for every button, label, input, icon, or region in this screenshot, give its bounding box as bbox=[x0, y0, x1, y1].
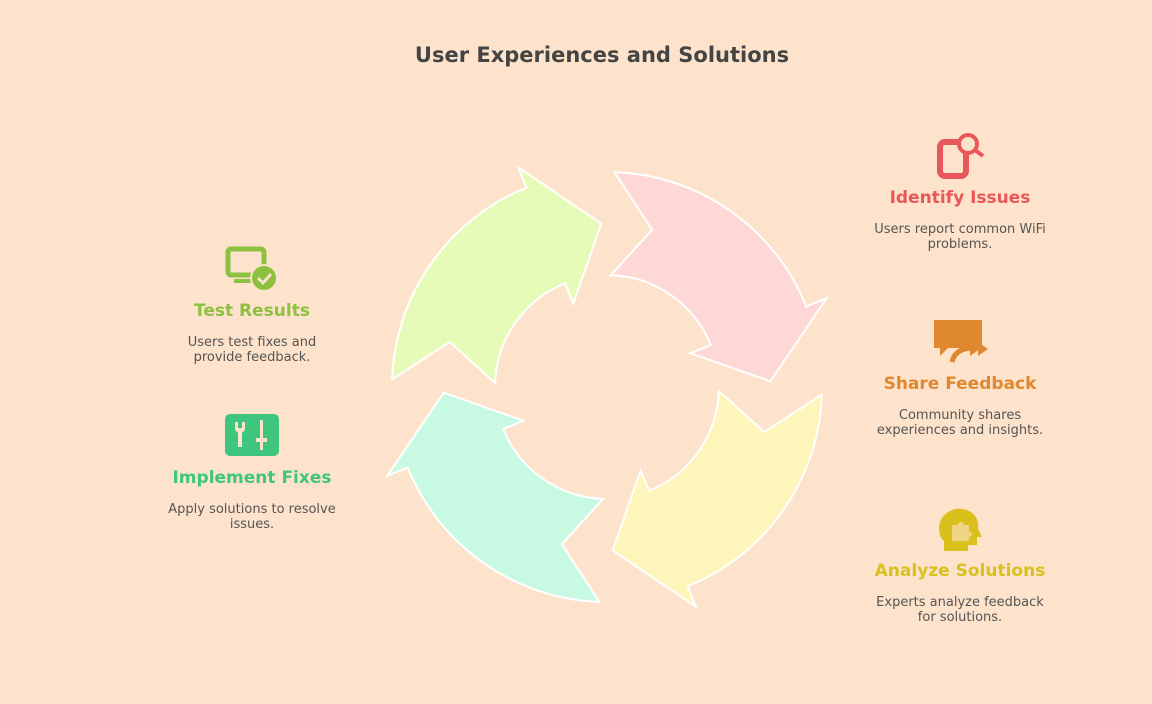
head-puzzle-icon bbox=[930, 505, 990, 555]
step-description: Users report common WiFi problems. bbox=[874, 222, 1046, 252]
chat-forward-icon bbox=[930, 318, 990, 368]
arrow-test bbox=[391, 164, 603, 386]
step-analyze-solutions: Analyze Solutions Experts analyze feedba… bbox=[870, 505, 1050, 625]
page-title: User Experiences and Solutions bbox=[414, 43, 790, 67]
arrow-implement bbox=[384, 391, 606, 603]
monitor-check-icon bbox=[222, 245, 282, 295]
step-share-feedback: Share Feedback Community shares experien… bbox=[870, 318, 1050, 438]
step-identify-issues: Identify Issues Users report common WiFi… bbox=[870, 132, 1050, 252]
step-description: Experts analyze feedback for solutions. bbox=[876, 595, 1044, 625]
step-title: Share Feedback bbox=[883, 374, 1037, 394]
tools-icon bbox=[222, 412, 282, 462]
phone-search-icon bbox=[930, 132, 990, 182]
step-implement-fixes: Implement Fixes Apply solutions to resol… bbox=[162, 412, 342, 532]
step-description: Users test fixes and provide feedback. bbox=[187, 335, 317, 365]
step-test-results: Test Results Users test fixes and provid… bbox=[162, 245, 342, 365]
arrow-analyze bbox=[611, 388, 823, 610]
step-title: Identify Issues bbox=[889, 188, 1031, 208]
step-title: Implement Fixes bbox=[172, 468, 332, 488]
step-title: Test Results bbox=[194, 301, 310, 321]
step-description: Community shares experiences and insight… bbox=[876, 408, 1044, 438]
arrow-identify bbox=[608, 171, 830, 383]
step-description: Apply solutions to resolve issues. bbox=[168, 502, 336, 532]
step-title: Analyze Solutions bbox=[874, 561, 1046, 581]
